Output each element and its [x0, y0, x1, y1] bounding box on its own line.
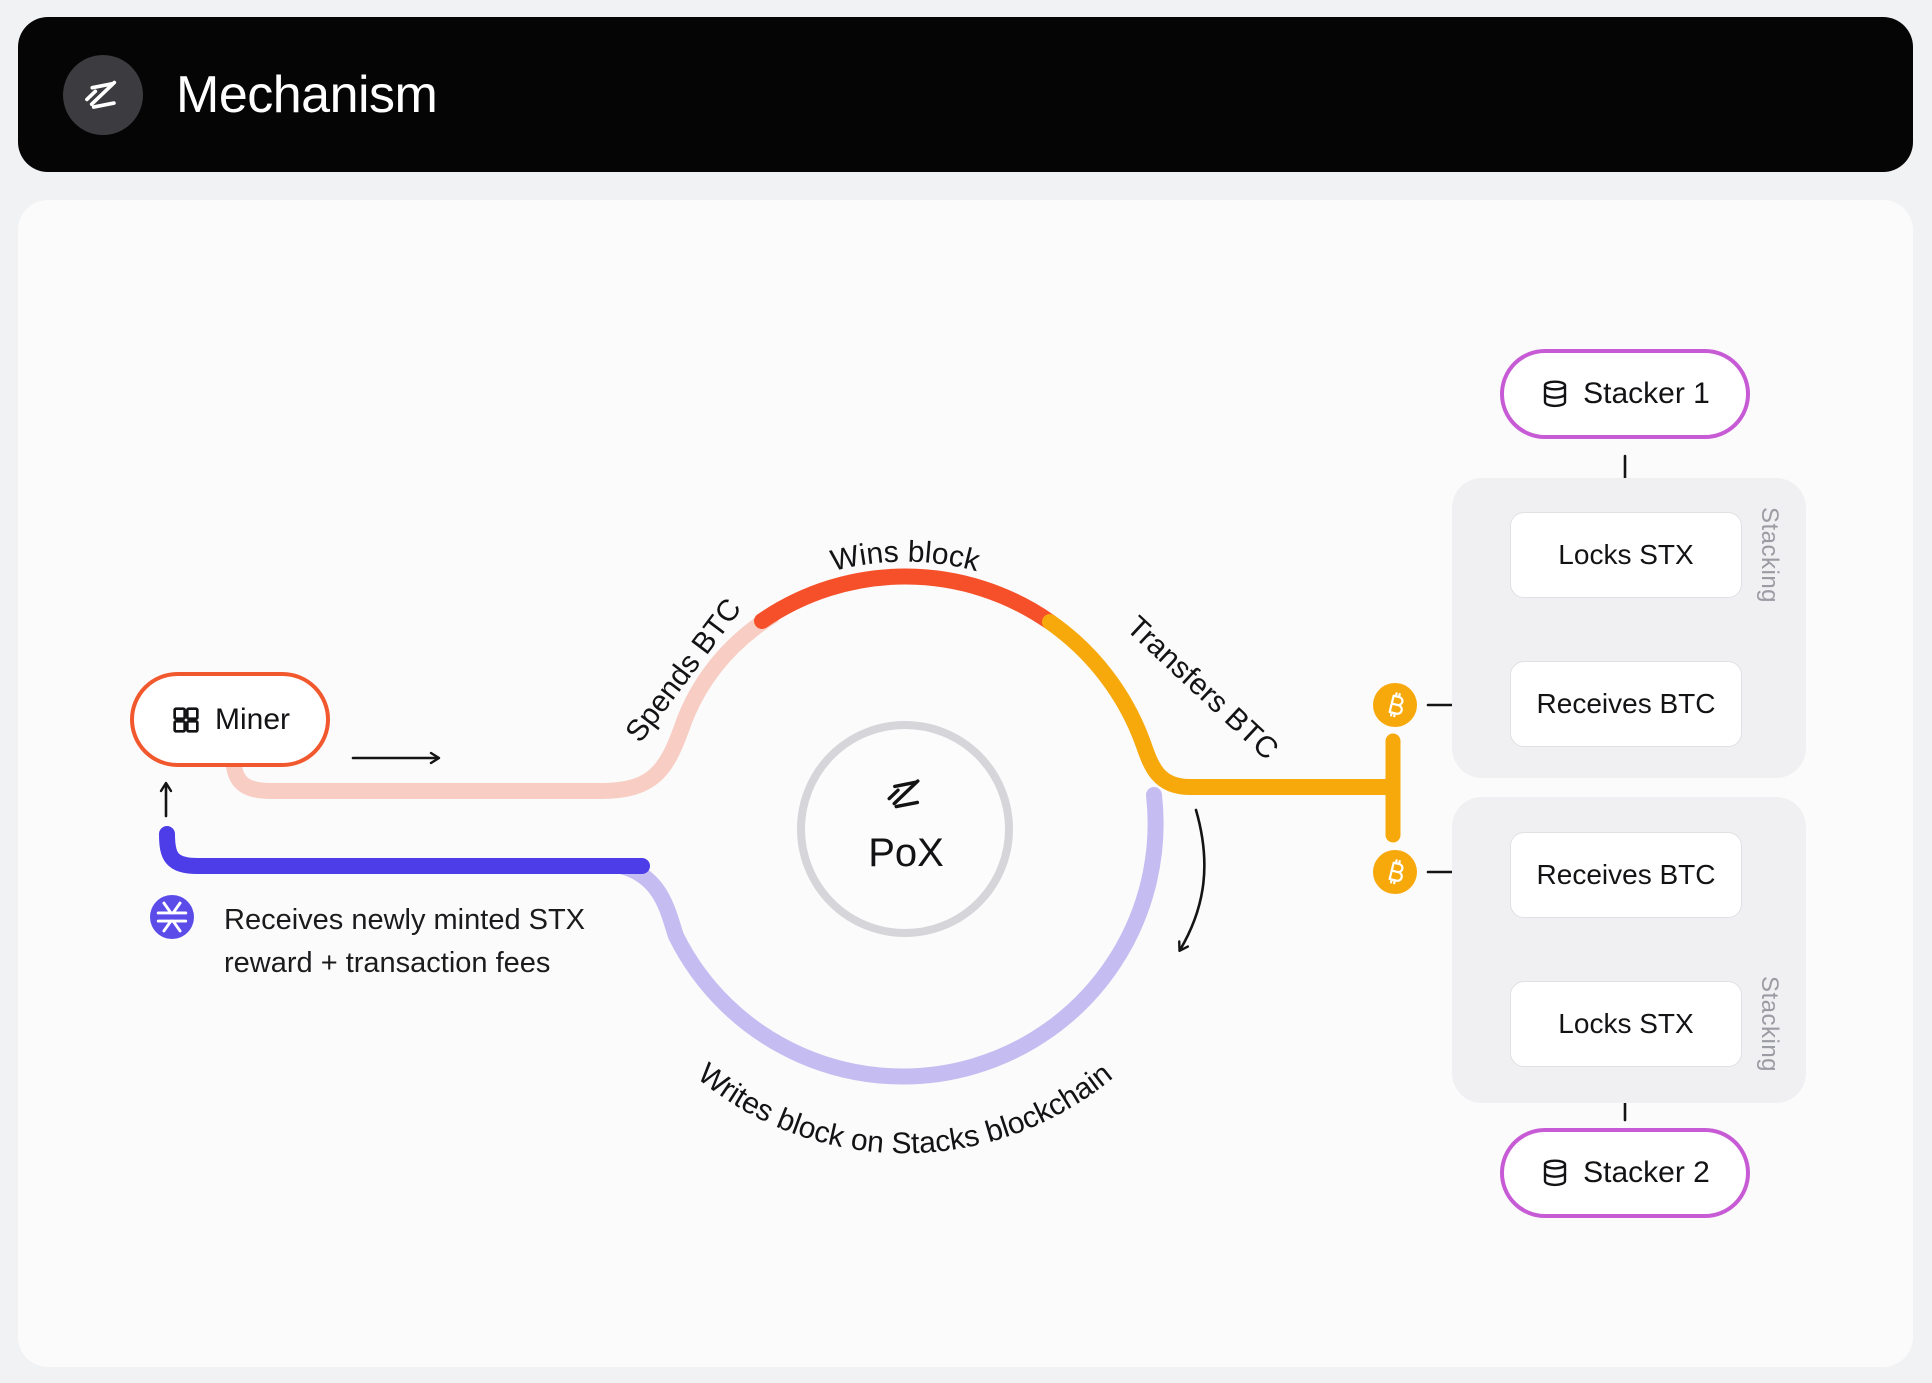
receives-btc-box-1: Receives BTC — [1510, 661, 1742, 747]
stacker-2-label: Stacker 2 — [1583, 1156, 1710, 1189]
receives-btc-box-2: Receives BTC — [1510, 832, 1742, 918]
header-bar: Mechanism — [18, 17, 1913, 172]
locks-stx-box-2: Locks STX — [1510, 981, 1742, 1067]
stacking-side-label-2: Stacking — [1756, 975, 1783, 1073]
stacks-logo-badge — [63, 54, 143, 135]
miner-node: Miner — [130, 672, 330, 767]
stacker-1-label: Stacker 1 — [1583, 377, 1710, 410]
pox-circle — [797, 721, 1013, 937]
flow-writes-block-path — [616, 787, 1164, 1085]
flow-stx-reward-path — [159, 826, 650, 874]
stacker-1-node: Stacker 1 — [1500, 349, 1750, 439]
flow-spends-btc-path — [225, 608, 780, 799]
stx-token-icon — [150, 895, 194, 939]
btc-icon — [1373, 850, 1417, 894]
flow-direction-arrow — [1178, 808, 1206, 953]
page-title: Mechanism — [176, 65, 438, 124]
miner-label: Miner — [214, 702, 290, 736]
flow-transfers-btc-path — [1042, 614, 1396, 795]
locks-stx-box-1: Locks STX — [1510, 512, 1742, 598]
pox-stacks-logo-icon — [887, 779, 920, 809]
database-icon — [1543, 380, 1567, 408]
grid-icon — [173, 706, 199, 733]
pox-label: PoX — [868, 831, 944, 875]
flow-wins-block-path — [754, 568, 1058, 630]
btc-icon — [1373, 683, 1417, 727]
miner-reward-note: Receives newly minted STX reward + trans… — [224, 904, 586, 979]
stacking-side-label-1: Stacking — [1756, 506, 1783, 604]
stacker-2-node: Stacker 2 — [1500, 1128, 1750, 1218]
stacks-logo-icon — [85, 80, 117, 109]
database-icon — [1543, 1159, 1567, 1187]
